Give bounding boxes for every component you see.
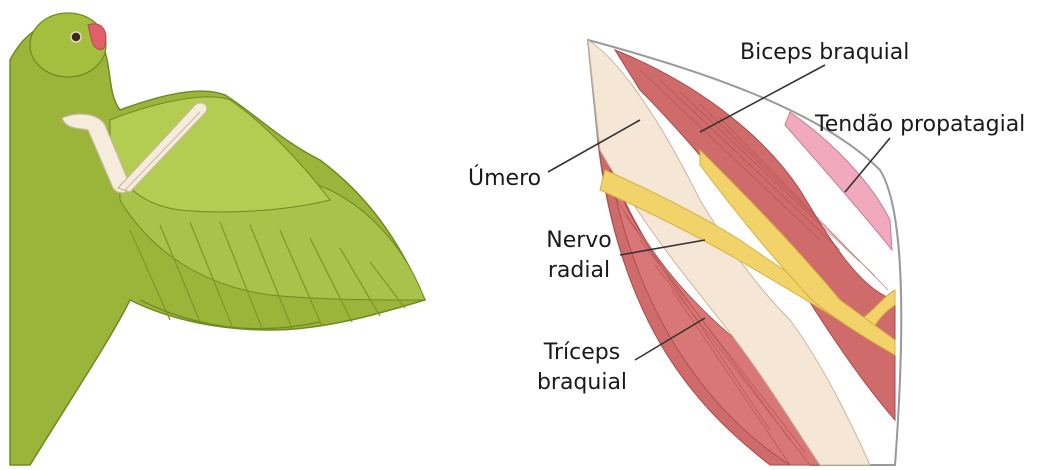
label-umero: Úmero	[468, 166, 541, 192]
label-nervo-radial: Nervo radial	[540, 228, 618, 284]
parrot-eye	[71, 32, 81, 42]
label-nervo-line2: radial	[540, 258, 618, 284]
label-triceps-line1: Tríceps	[528, 340, 636, 366]
label-triceps-line2: braquial	[528, 370, 636, 396]
label-triceps-braquial: Tríceps braquial	[528, 340, 636, 396]
label-nervo-line1: Nervo	[540, 228, 618, 254]
parrot-illustration	[10, 13, 425, 465]
label-biceps: Biceps braquial	[740, 40, 909, 66]
label-tendao: Tendão propatagial	[815, 112, 1025, 138]
